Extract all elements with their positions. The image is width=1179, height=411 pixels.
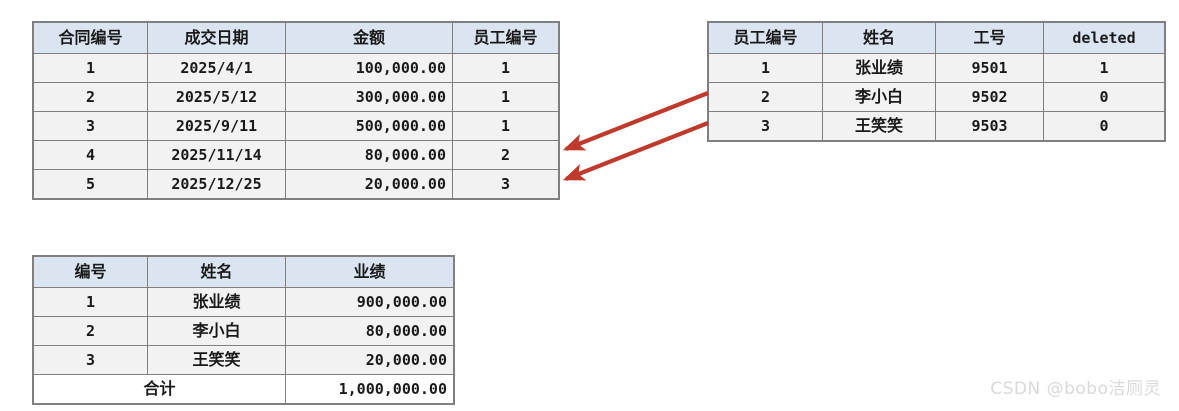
cell-amount: 20,000.00 xyxy=(285,169,453,199)
cell-deal-date: 2025/4/1 xyxy=(147,53,286,83)
csdn-watermark: CSDN @bobo洁厕灵 xyxy=(990,379,1161,399)
cell-employee-id: 1 xyxy=(452,82,559,112)
cell-contract-id: 3 xyxy=(33,111,148,141)
cell-name: 张业绩 xyxy=(822,53,936,83)
contracts-table: 合同编号 成交日期 金额 员工编号 1 2025/4/1 100,000.00 … xyxy=(32,21,560,200)
cell-employee-id: 2 xyxy=(708,82,823,112)
table-row: 1 张业绩 9501 1 xyxy=(708,53,1165,83)
cell-name: 李小白 xyxy=(822,82,936,112)
cell-deal-date: 2025/9/11 xyxy=(147,111,286,141)
cell-job-number: 9503 xyxy=(935,111,1044,141)
cell-id: 2 xyxy=(33,316,148,346)
cell-amount: 100,000.00 xyxy=(285,53,453,83)
table-row: 4 2025/11/14 80,000.00 2 xyxy=(33,140,559,170)
column-header-name: 姓名 xyxy=(822,22,936,54)
column-header-deal-date: 成交日期 xyxy=(147,22,286,54)
cell-name: 李小白 xyxy=(147,316,286,346)
column-header-name: 姓名 xyxy=(147,256,286,288)
cell-contract-id: 2 xyxy=(33,82,148,112)
column-header-performance: 业绩 xyxy=(285,256,454,288)
cell-employee-id: 2 xyxy=(452,140,559,170)
cell-deleted: 0 xyxy=(1043,111,1165,141)
cell-id: 1 xyxy=(33,287,148,317)
cell-employee-id: 1 xyxy=(452,111,559,141)
table-row: 3 王笑笑 9503 0 xyxy=(708,111,1165,141)
table-row: 1 2025/4/1 100,000.00 1 xyxy=(33,53,559,83)
cell-total-value: 1,000,000.00 xyxy=(285,374,454,404)
cell-contract-id: 5 xyxy=(33,169,148,199)
arrow-employee-3-to-contract-5 xyxy=(562,121,709,181)
cell-job-number: 9501 xyxy=(935,53,1044,83)
table-row: 2 李小白 80,000.00 xyxy=(33,316,454,346)
table-row: 1 张业绩 900,000.00 xyxy=(33,287,454,317)
cell-deal-date: 2025/11/14 xyxy=(147,140,286,170)
column-header-contract-id: 合同编号 xyxy=(33,22,148,54)
cell-name: 张业绩 xyxy=(147,287,286,317)
cell-employee-id: 1 xyxy=(708,53,823,83)
column-header-employee-id: 员工编号 xyxy=(452,22,559,54)
table-header-row: 编号 姓名 业绩 xyxy=(33,256,454,288)
cell-deal-date: 2025/12/25 xyxy=(147,169,286,199)
cell-contract-id: 1 xyxy=(33,53,148,83)
cell-employee-id: 1 xyxy=(452,53,559,83)
cell-performance: 20,000.00 xyxy=(285,345,454,375)
table-row: 3 王笑笑 20,000.00 xyxy=(33,345,454,375)
cell-performance: 80,000.00 xyxy=(285,316,454,346)
cell-amount: 300,000.00 xyxy=(285,82,453,112)
cell-job-number: 9502 xyxy=(935,82,1044,112)
cell-amount: 80,000.00 xyxy=(285,140,453,170)
table-row: 3 2025/9/11 500,000.00 1 xyxy=(33,111,559,141)
cell-id: 3 xyxy=(33,345,148,375)
cell-deleted: 1 xyxy=(1043,53,1165,83)
table-header-row: 员工编号 姓名 工号 deleted xyxy=(708,22,1165,54)
cell-amount: 500,000.00 xyxy=(285,111,453,141)
column-header-amount: 金额 xyxy=(285,22,453,54)
cell-employee-id: 3 xyxy=(452,169,559,199)
cell-deleted: 0 xyxy=(1043,82,1165,112)
cell-total-label: 合计 xyxy=(33,374,286,404)
cell-contract-id: 4 xyxy=(33,140,148,170)
employees-table: 员工编号 姓名 工号 deleted 1 张业绩 9501 1 2 李小白 95… xyxy=(707,21,1166,142)
table-total-row: 合计 1,000,000.00 xyxy=(33,374,454,404)
column-header-employee-id: 员工编号 xyxy=(708,22,823,54)
column-header-job-number: 工号 xyxy=(935,22,1044,54)
cell-name: 王笑笑 xyxy=(147,345,286,375)
cell-deal-date: 2025/5/12 xyxy=(147,82,286,112)
table-row: 2 2025/5/12 300,000.00 1 xyxy=(33,82,559,112)
cell-name: 王笑笑 xyxy=(822,111,936,141)
arrow-employee-2-to-contract-4 xyxy=(562,91,709,151)
column-header-deleted: deleted xyxy=(1043,22,1165,54)
column-header-id: 编号 xyxy=(33,256,148,288)
performance-table: 编号 姓名 业绩 1 张业绩 900,000.00 2 李小白 80,000.0… xyxy=(32,255,455,405)
table-header-row: 合同编号 成交日期 金额 员工编号 xyxy=(33,22,559,54)
table-row: 5 2025/12/25 20,000.00 3 xyxy=(33,169,559,199)
cell-employee-id: 3 xyxy=(708,111,823,141)
cell-performance: 900,000.00 xyxy=(285,287,454,317)
table-row: 2 李小白 9502 0 xyxy=(708,82,1165,112)
